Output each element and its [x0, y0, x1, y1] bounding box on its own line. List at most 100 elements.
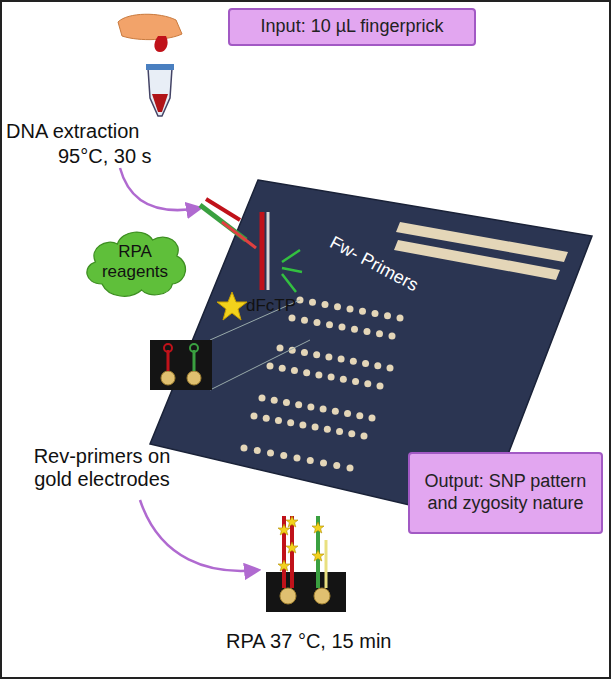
electrode-dot	[312, 424, 319, 431]
electrode-dot	[347, 306, 354, 313]
electrode-dot	[351, 326, 358, 333]
electrode-dot	[376, 330, 383, 337]
process-arrow	[120, 168, 200, 210]
electrode-dot	[389, 333, 396, 340]
electrode-dot	[267, 450, 274, 457]
electrode-dot	[287, 419, 294, 426]
electrode-dot	[294, 455, 301, 462]
electrode-dot	[336, 428, 343, 435]
ferrocene-star	[312, 522, 324, 533]
electrode-dot	[263, 415, 270, 422]
electrode-dot	[362, 360, 369, 367]
electrode-dot	[277, 345, 284, 352]
electrode-dot	[289, 315, 296, 322]
dna-strand	[222, 222, 256, 248]
electrode-dot	[320, 460, 327, 467]
electrode-dot	[303, 369, 310, 376]
tube-sample	[152, 94, 168, 112]
ferrocene-star	[217, 292, 247, 320]
condition-label: 95°C, 30 s	[58, 145, 152, 168]
rev-primer-end	[164, 344, 172, 352]
node-text: RPA reagents	[92, 242, 178, 281]
condition-label: RPA 37 °C, 15 min	[226, 630, 391, 653]
electrode-dot	[333, 462, 340, 469]
ferrocene-star	[278, 560, 290, 571]
electrode-dot	[275, 417, 282, 424]
rev-primer	[193, 350, 196, 371]
electrode-dot	[309, 299, 316, 306]
electrode-dot	[384, 312, 391, 319]
electrode-strip	[394, 240, 560, 280]
electrode-dot	[320, 406, 327, 413]
ferrocene-star	[286, 516, 298, 527]
finger	[118, 14, 182, 39]
gold-electrode	[314, 588, 330, 604]
electrode-dot	[307, 457, 314, 464]
electrode-dot	[364, 380, 371, 387]
electrode-dot	[350, 358, 357, 365]
node-text: Input: 10 µL fingerprick	[261, 16, 444, 38]
electrode-dot	[372, 310, 379, 317]
electrode-dot	[397, 315, 404, 322]
electrode-dot	[361, 433, 368, 440]
rev-primer-end	[190, 344, 198, 352]
electrode-dot	[359, 308, 366, 315]
electrode-dot	[334, 303, 341, 310]
output-box: Output: SNP pattern and zygosity nature	[408, 452, 603, 534]
electrode-dot	[325, 353, 332, 360]
ferrocene-label	[278, 516, 324, 571]
electrode-dot	[313, 351, 320, 358]
electrode-dot	[369, 415, 376, 422]
electrode-dot	[377, 383, 384, 390]
ferrocene-star	[278, 524, 290, 535]
electrode-dot	[352, 378, 359, 385]
electrode-dot	[307, 403, 314, 410]
reagent-cloud: RPA reagents	[80, 222, 190, 302]
node-text: Output: SNP pattern and zygosity nature	[418, 471, 593, 514]
electrode-dot	[291, 367, 298, 374]
amplified-strand	[325, 540, 328, 588]
dna-strand	[260, 212, 265, 290]
electrode-dot	[338, 356, 345, 363]
electrode-dot	[251, 413, 258, 420]
tube	[148, 68, 172, 116]
electrode-dot	[328, 374, 335, 381]
electrode-dot	[241, 445, 248, 452]
electrode-dot	[364, 328, 371, 335]
input-box: Input: 10 µL fingerprick	[228, 8, 476, 46]
electrode-dot	[356, 412, 363, 419]
electrode-array	[241, 222, 569, 472]
nucleotide-label: dFcTP	[246, 296, 296, 316]
electrode-dot	[301, 317, 308, 324]
electrode-dot	[279, 365, 286, 372]
electrode-dot	[267, 363, 274, 370]
primer	[282, 250, 302, 292]
electrode-dot	[299, 421, 306, 428]
dna-strand	[206, 199, 240, 220]
electrode-card	[150, 340, 212, 390]
electrode-dot	[259, 395, 266, 402]
ferrocene-star	[286, 542, 298, 553]
electrode-dot	[271, 397, 278, 404]
gold-electrode	[187, 371, 201, 385]
process-arrow	[140, 500, 258, 571]
electrode-dot	[326, 321, 333, 328]
electrode-dot	[324, 426, 331, 433]
electrode-dot	[340, 376, 347, 383]
cloud-outline	[87, 232, 186, 296]
electrode-card	[266, 572, 346, 612]
step-label: DNA extraction	[6, 120, 139, 143]
tube-cap	[146, 64, 174, 70]
rev-primer	[167, 350, 170, 371]
gold-electrode	[280, 588, 296, 604]
electrode-dot	[314, 319, 321, 326]
electrode-dot	[322, 301, 329, 308]
electrode-dot	[347, 465, 354, 472]
blood-drop	[154, 36, 167, 52]
electrode-dot	[348, 430, 355, 437]
electrode-dot	[301, 349, 308, 356]
gold-electrode	[161, 371, 175, 385]
electrode-dot	[315, 371, 322, 378]
